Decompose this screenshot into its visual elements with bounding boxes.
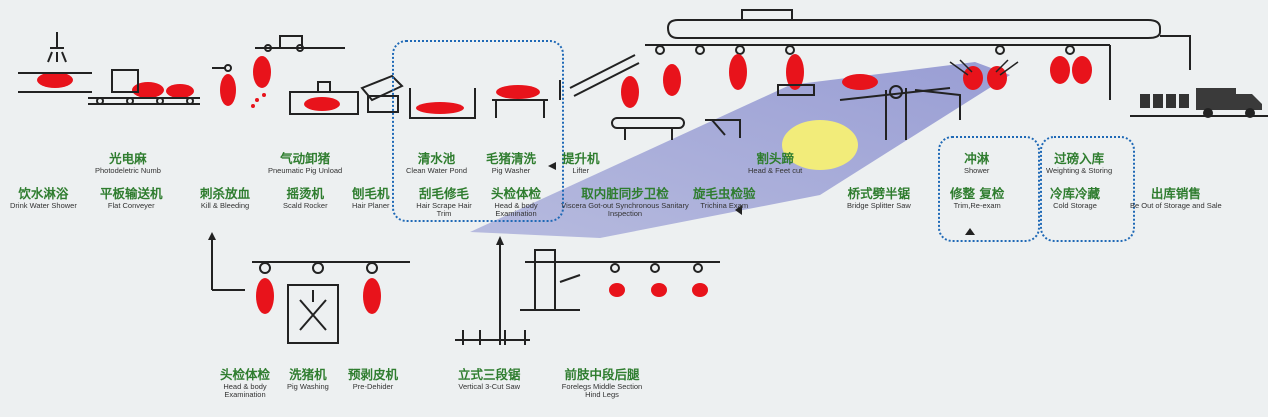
highlight-box-weighting-cold	[1040, 136, 1135, 242]
highlight-band	[470, 62, 1010, 238]
highlight-box-shower-trim	[938, 136, 1040, 242]
pig-carcass-icon	[37, 72, 194, 98]
hook-rail-icon	[212, 35, 345, 72]
overhead-rail	[645, 9, 1191, 100]
highlight-spot	[782, 120, 858, 170]
saw-icon	[455, 249, 720, 345]
truck-icon	[1130, 88, 1268, 118]
highlight-box-water-washer	[392, 40, 564, 222]
conveyor-icon	[88, 69, 200, 105]
shower-icon	[47, 32, 67, 63]
